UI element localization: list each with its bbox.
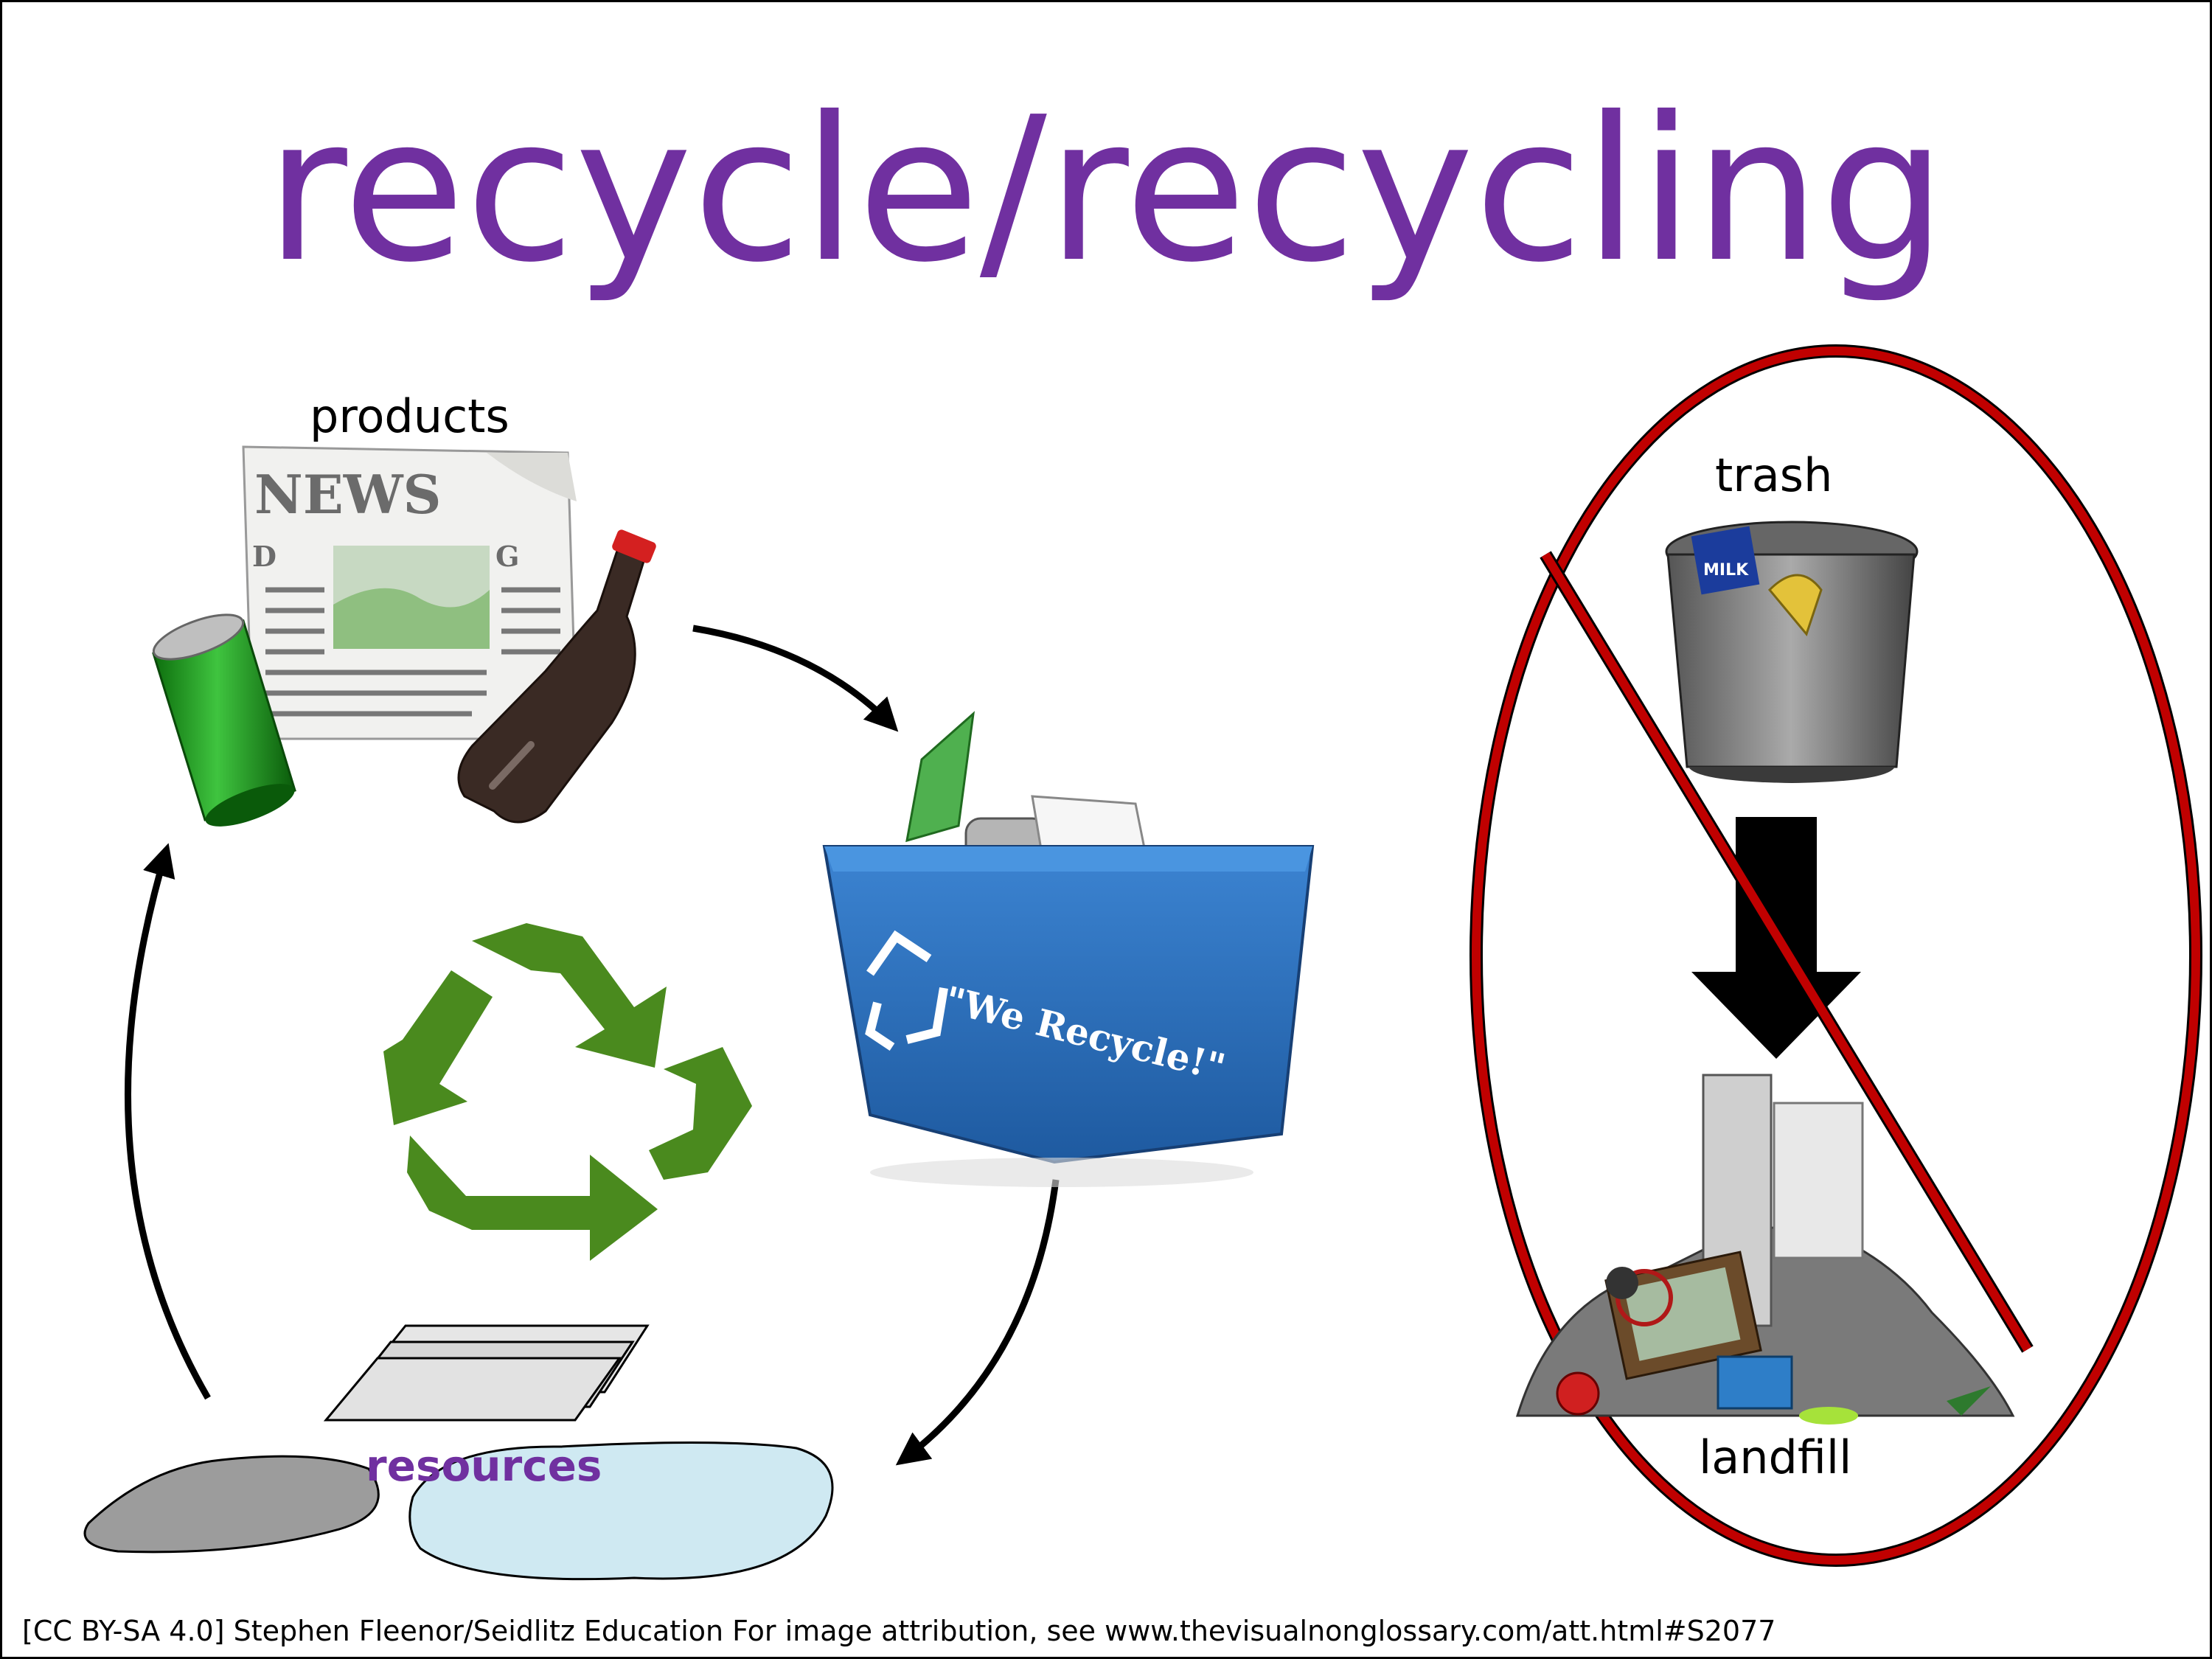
recycling-bin-icon <box>822 711 1315 1187</box>
no-sign-icon <box>1470 344 2202 1567</box>
svg-text:G: G <box>495 540 519 573</box>
attribution-text: [CC BY-SA 4.0] Stephen Fleenor/Seidlitz … <box>22 1615 1776 1647</box>
label-resources: resources <box>366 1441 602 1491</box>
svg-text:NEWS: NEWS <box>254 463 442 526</box>
svg-text:D: D <box>252 540 276 573</box>
cycle-arrow-products-to-bin <box>692 625 899 732</box>
metal-sheets-icon <box>323 1324 650 1422</box>
label-products: products <box>310 389 509 443</box>
rock-icon <box>83 1455 380 1554</box>
label-landfill: landfill <box>1699 1430 1852 1484</box>
label-trash: trash <box>1715 448 1833 502</box>
newspaper-icon: NEWS D G <box>242 445 578 740</box>
water-icon <box>408 1441 834 1581</box>
bin-recycle-symbol-icon <box>865 930 948 1051</box>
page-title: recycle/recycling <box>265 74 1947 306</box>
soda-can-icon <box>152 613 296 827</box>
recycle-symbol-icon <box>383 923 752 1261</box>
cycle-arrow-resources-to-products <box>124 843 211 1400</box>
svg-text:MILK: MILK <box>1703 561 1749 580</box>
trash-can-icon: MILK <box>1665 521 1919 783</box>
cycle-arrow-bin-to-resources <box>895 1179 1060 1466</box>
soda-bottle-icon <box>457 529 656 824</box>
landfill-icon <box>1515 1074 2015 1425</box>
